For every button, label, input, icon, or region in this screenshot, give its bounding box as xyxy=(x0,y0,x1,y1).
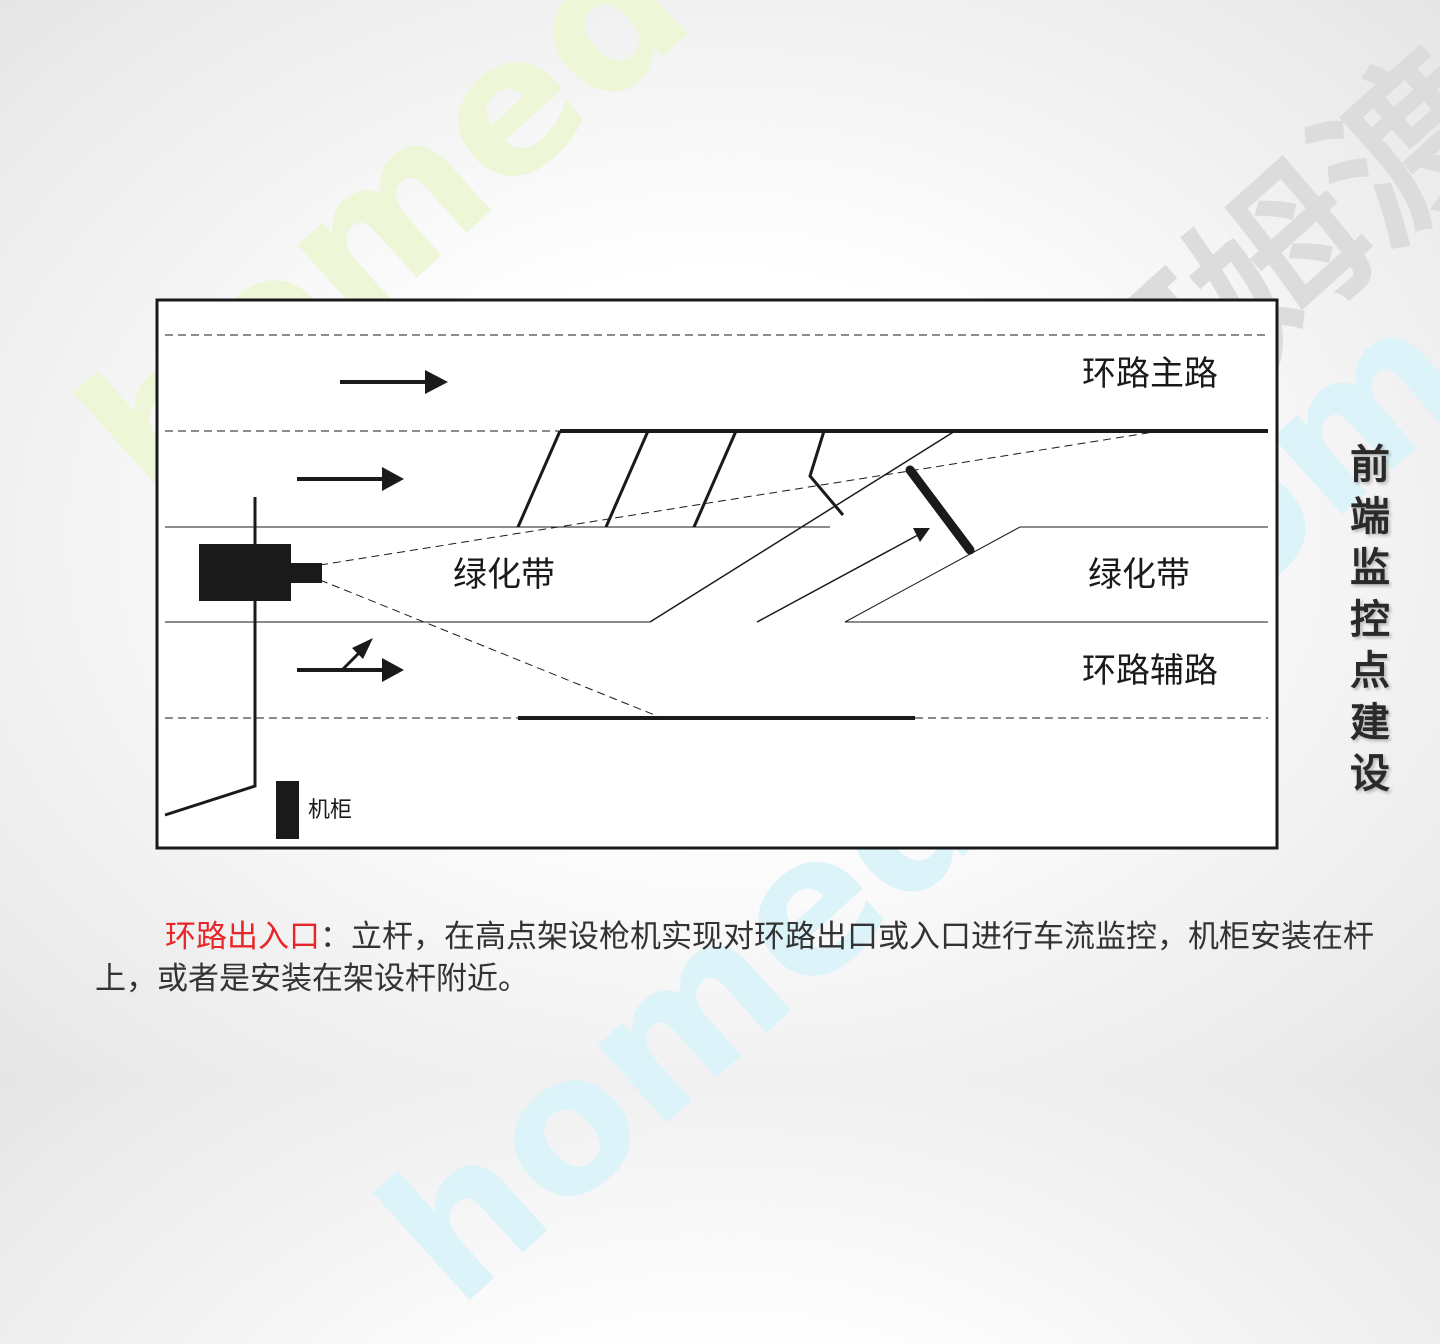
side-title-char: 建 xyxy=(1350,699,1390,746)
side-title-char: 点 xyxy=(1350,648,1390,694)
arrow-main-road-head xyxy=(425,370,448,394)
side-title-char: 前 xyxy=(1350,442,1390,488)
label-cabinet: 机柜 xyxy=(308,798,352,823)
camera-lens xyxy=(289,563,322,583)
hatch-1 xyxy=(516,430,562,528)
side-title: 前 端 监 控 点 建 设 xyxy=(1342,440,1398,801)
barrier-arm xyxy=(905,465,975,555)
label-main-road: 环路主路 xyxy=(1082,354,1218,394)
camera-housing xyxy=(199,544,291,601)
cabinet-block xyxy=(276,781,299,839)
side-title-char: 监 xyxy=(1350,545,1390,591)
label-green-belt-right: 绿化带 xyxy=(1088,555,1190,595)
caption-text: ：立杆，在高点架设枪机实现对环路出口或入口进行车流监控，机柜安装在杆上，或者是安… xyxy=(95,919,1374,997)
camera-view-lower xyxy=(319,579,663,719)
camera-view-upper xyxy=(319,430,1161,566)
caption-paragraph: 环路出入口：立杆，在高点架设枪机实现对环路出口或入口进行车流监控，机柜安装在杆上… xyxy=(95,916,1385,1000)
arrow-ramp-line xyxy=(756,534,919,623)
arrow-side-road-head xyxy=(382,658,404,682)
side-title-char: 控 xyxy=(1350,596,1390,643)
diagram-frame xyxy=(155,298,1279,850)
arrow-side-turn-head xyxy=(352,638,373,659)
ramp-edge-right xyxy=(844,526,1021,623)
side-title-char: 端 xyxy=(1350,493,1390,540)
arrow-inner-lane-head xyxy=(382,467,404,491)
arrow-ramp-head xyxy=(913,528,930,542)
hatch-4 xyxy=(808,430,845,516)
side-title-char: 设 xyxy=(1350,751,1390,797)
hatch-2 xyxy=(604,430,650,528)
road-diagram: 环路主路 绿化带 绿化带 环路辅路 机柜 xyxy=(155,298,1279,850)
label-green-belt-left: 绿化带 xyxy=(453,555,555,595)
hatch-3 xyxy=(692,430,738,528)
label-side-road: 环路辅路 xyxy=(1082,651,1218,691)
caption-highlight: 环路出入口 xyxy=(165,919,320,955)
ramp-edge-left xyxy=(649,430,956,623)
